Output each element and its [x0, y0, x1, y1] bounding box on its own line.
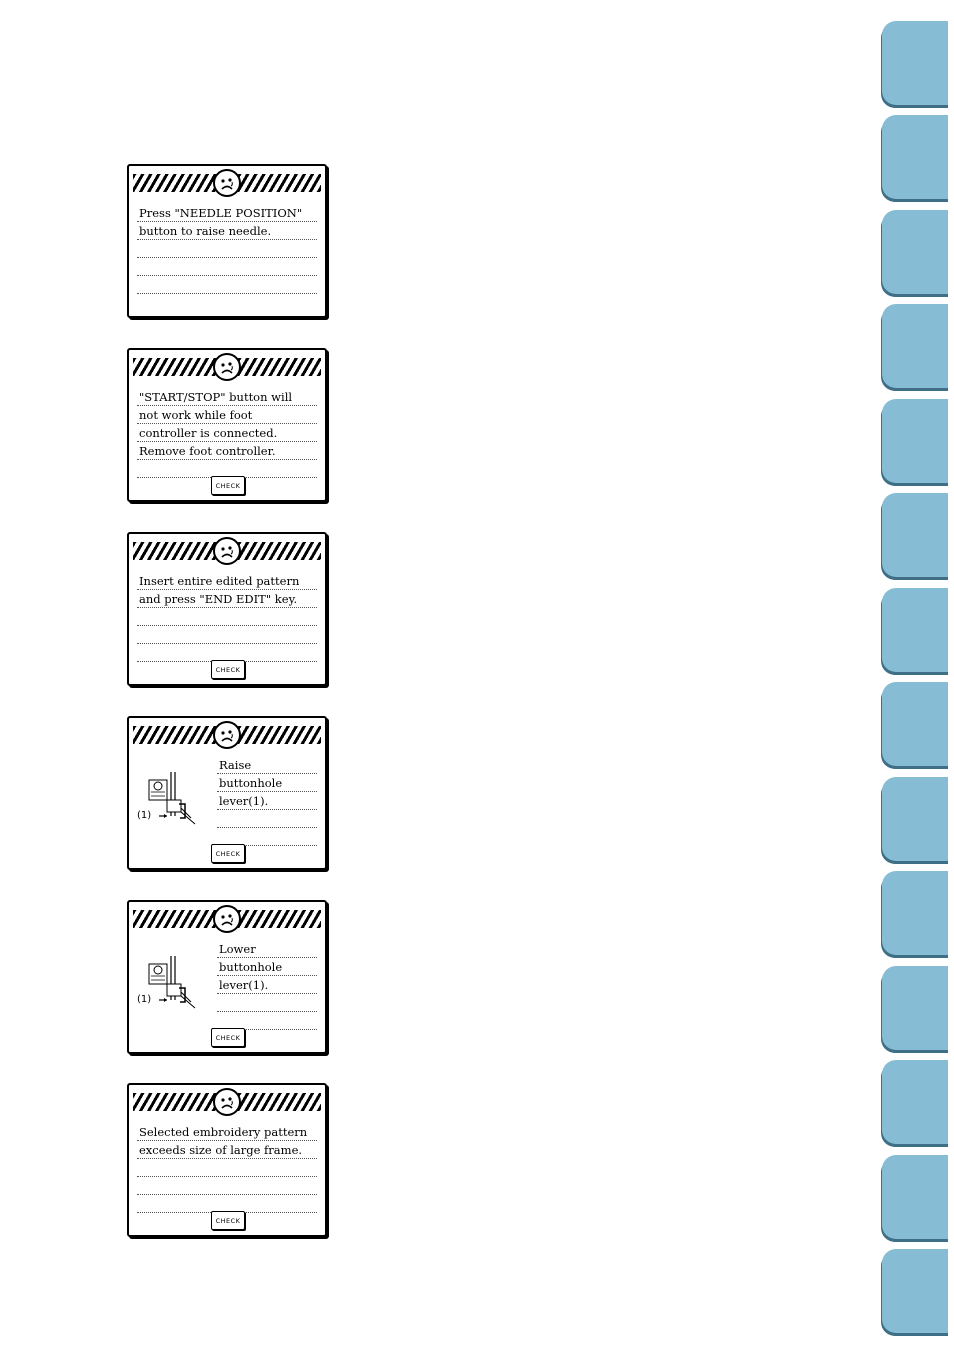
message-line: buttonhole	[217, 774, 317, 792]
sad-face-icon	[213, 537, 241, 565]
message-line: buttonhole	[217, 958, 317, 976]
chapter-tab[interactable]	[882, 493, 948, 577]
message-line: button to raise needle.	[137, 222, 317, 240]
chapter-tab[interactable]	[882, 1155, 948, 1239]
buttonhole-lever-illustration: (1)	[137, 770, 217, 840]
chapter-tab[interactable]	[882, 21, 948, 105]
message-line: and press "END EDIT" key.	[137, 590, 317, 608]
check-button[interactable]: CHECK	[211, 476, 245, 495]
message-line: Insert entire edited pattern	[137, 572, 317, 590]
check-button[interactable]: CHECK	[211, 660, 245, 679]
message-line: lever(1).	[217, 792, 317, 810]
chapter-tab[interactable]	[882, 682, 948, 766]
message-line	[137, 240, 317, 258]
check-button[interactable]: CHECK	[211, 1028, 245, 1047]
sad-face-icon	[213, 169, 241, 197]
message-line	[217, 1012, 317, 1030]
chapter-tab[interactable]	[882, 1060, 948, 1144]
sad-face-icon	[213, 353, 241, 381]
lever-label: (1)	[137, 994, 152, 1005]
chapter-tab[interactable]	[882, 871, 948, 955]
message-line: lever(1).	[217, 976, 317, 994]
message-screen-embroidery-size: Selected embroidery pattern exceeds size…	[127, 1083, 327, 1237]
message-screen-raise-buttonhole: (1) Raise buttonhole lever(1). CHECK	[127, 716, 327, 870]
message-line	[137, 1159, 317, 1177]
message-line	[137, 276, 317, 294]
buttonhole-lever-illustration: (1)	[137, 954, 217, 1024]
check-button[interactable]: CHECK	[211, 1211, 245, 1230]
message-screen-end-edit: Insert entire edited pattern and press "…	[127, 532, 327, 686]
sad-face-icon	[213, 905, 241, 933]
chapter-tab[interactable]	[882, 588, 948, 672]
chapter-tab[interactable]	[882, 966, 948, 1050]
message-line	[137, 258, 317, 276]
message-line: Selected embroidery pattern	[137, 1123, 317, 1141]
chapter-tab[interactable]	[882, 399, 948, 483]
message-line	[137, 626, 317, 644]
sad-face-icon	[213, 1088, 241, 1116]
chapter-tab[interactable]	[882, 115, 948, 199]
sad-face-icon	[213, 721, 241, 749]
message-line	[217, 994, 317, 1012]
message-line: controller is connected.	[137, 424, 317, 442]
message-line: Press "NEEDLE POSITION"	[137, 204, 317, 222]
message-screen-needle-position: Press "NEEDLE POSITION" button to raise …	[127, 164, 327, 318]
chapter-tab[interactable]	[882, 1249, 948, 1333]
chapter-tab[interactable]	[882, 777, 948, 861]
message-line: Remove foot controller.	[137, 442, 317, 460]
message-line	[137, 608, 317, 626]
message-line: Lower	[217, 940, 317, 958]
message-line	[137, 1177, 317, 1195]
message-line: Raise	[217, 756, 317, 774]
lever-label: (1)	[137, 810, 152, 821]
chapter-tab[interactable]	[882, 210, 948, 294]
message-screen-lower-buttonhole: (1) Lower buttonhole lever(1). CHECK	[127, 900, 327, 1054]
message-screen-start-stop: "START/STOP" button will not work while …	[127, 348, 327, 502]
message-line: exceeds size of large frame.	[137, 1141, 317, 1159]
message-line: not work while foot	[137, 406, 317, 424]
message-line	[217, 828, 317, 846]
message-line	[217, 810, 317, 828]
check-button[interactable]: CHECK	[211, 844, 245, 863]
message-line: "START/STOP" button will	[137, 388, 317, 406]
chapter-tab[interactable]	[882, 304, 948, 388]
